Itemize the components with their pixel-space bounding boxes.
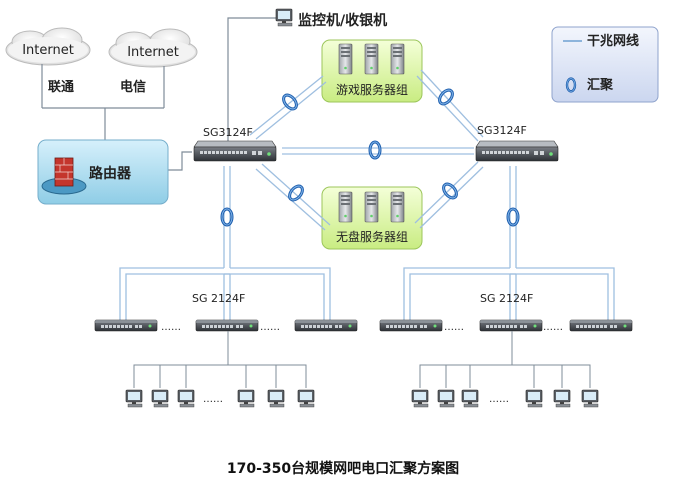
access-switch <box>569 319 633 332</box>
pc-icon <box>461 389 479 408</box>
legend-aggregation-label: 汇聚 <box>587 78 614 93</box>
isp-label-2: 电信 <box>120 79 146 95</box>
pc-icon <box>151 389 169 408</box>
game-server-label: 游戏服务器组 <box>336 82 408 97</box>
disk-server-label: 无盘服务器组 <box>336 229 408 244</box>
pc-icon <box>177 389 195 408</box>
monitor-link <box>227 17 276 146</box>
aggregation-icon <box>439 180 461 202</box>
pc-links <box>133 331 591 388</box>
ellipsis-5: …… <box>203 394 223 405</box>
cloud-label-2: Internet <box>127 45 179 60</box>
pc-icon <box>297 389 315 408</box>
access-switch <box>479 319 543 332</box>
ellipsis-3: …… <box>444 322 464 333</box>
ellipsis-1: …… <box>161 322 181 333</box>
pc-icon <box>581 389 599 408</box>
cloud-icon-2 <box>108 28 198 68</box>
access-switch <box>294 319 358 332</box>
left-access-links <box>119 267 331 320</box>
ellipsis-2: …… <box>260 322 280 333</box>
ellipsis-4: …… <box>543 322 563 333</box>
core-switch-left-label: SG3124F <box>203 126 253 139</box>
aggregation-icon <box>220 207 234 227</box>
core-switch-right <box>475 140 559 162</box>
access-switch <box>379 319 443 332</box>
router-label: 路由器 <box>89 165 132 182</box>
server-icon <box>364 191 379 223</box>
legend-gigabit-label: 干兆网线 <box>587 33 639 49</box>
pc-icon <box>525 389 543 408</box>
access-switch-right-label: SG 2124F <box>480 292 533 305</box>
isp-label-1: 联通 <box>48 79 74 95</box>
legend-box <box>551 26 659 103</box>
access-switch-left-label: SG 2124F <box>192 292 245 305</box>
server-icon <box>364 43 379 75</box>
server-icon <box>390 191 405 223</box>
server-icon <box>338 43 353 75</box>
ellipsis-6: …… <box>489 394 509 405</box>
router-firewall-icon <box>41 157 87 195</box>
pc-icon <box>411 389 429 408</box>
pc-icon <box>237 389 255 408</box>
pc-icon <box>553 389 571 408</box>
pc-icon <box>267 389 285 408</box>
aggregation-icon <box>506 207 520 227</box>
monitor-label: 监控机/收银机 <box>298 12 387 29</box>
aggregation-icon <box>368 140 382 160</box>
core-switch-left <box>193 140 277 162</box>
cloud-label-1: Internet <box>22 43 74 58</box>
pc-icon <box>437 389 455 408</box>
access-switch <box>195 319 259 332</box>
monitor-pc-icon <box>275 8 293 27</box>
pc-icon <box>125 389 143 408</box>
access-switch <box>94 319 158 332</box>
core-switch-right-label: SG3124F <box>477 124 527 137</box>
server-icon <box>338 191 353 223</box>
wan-links <box>41 64 192 171</box>
diagram-caption: 170-350台规模网吧电口汇聚方案图 <box>226 461 460 477</box>
right-access-links <box>403 267 615 320</box>
server-icon <box>390 43 405 75</box>
cloud-icon-1 <box>5 27 91 66</box>
